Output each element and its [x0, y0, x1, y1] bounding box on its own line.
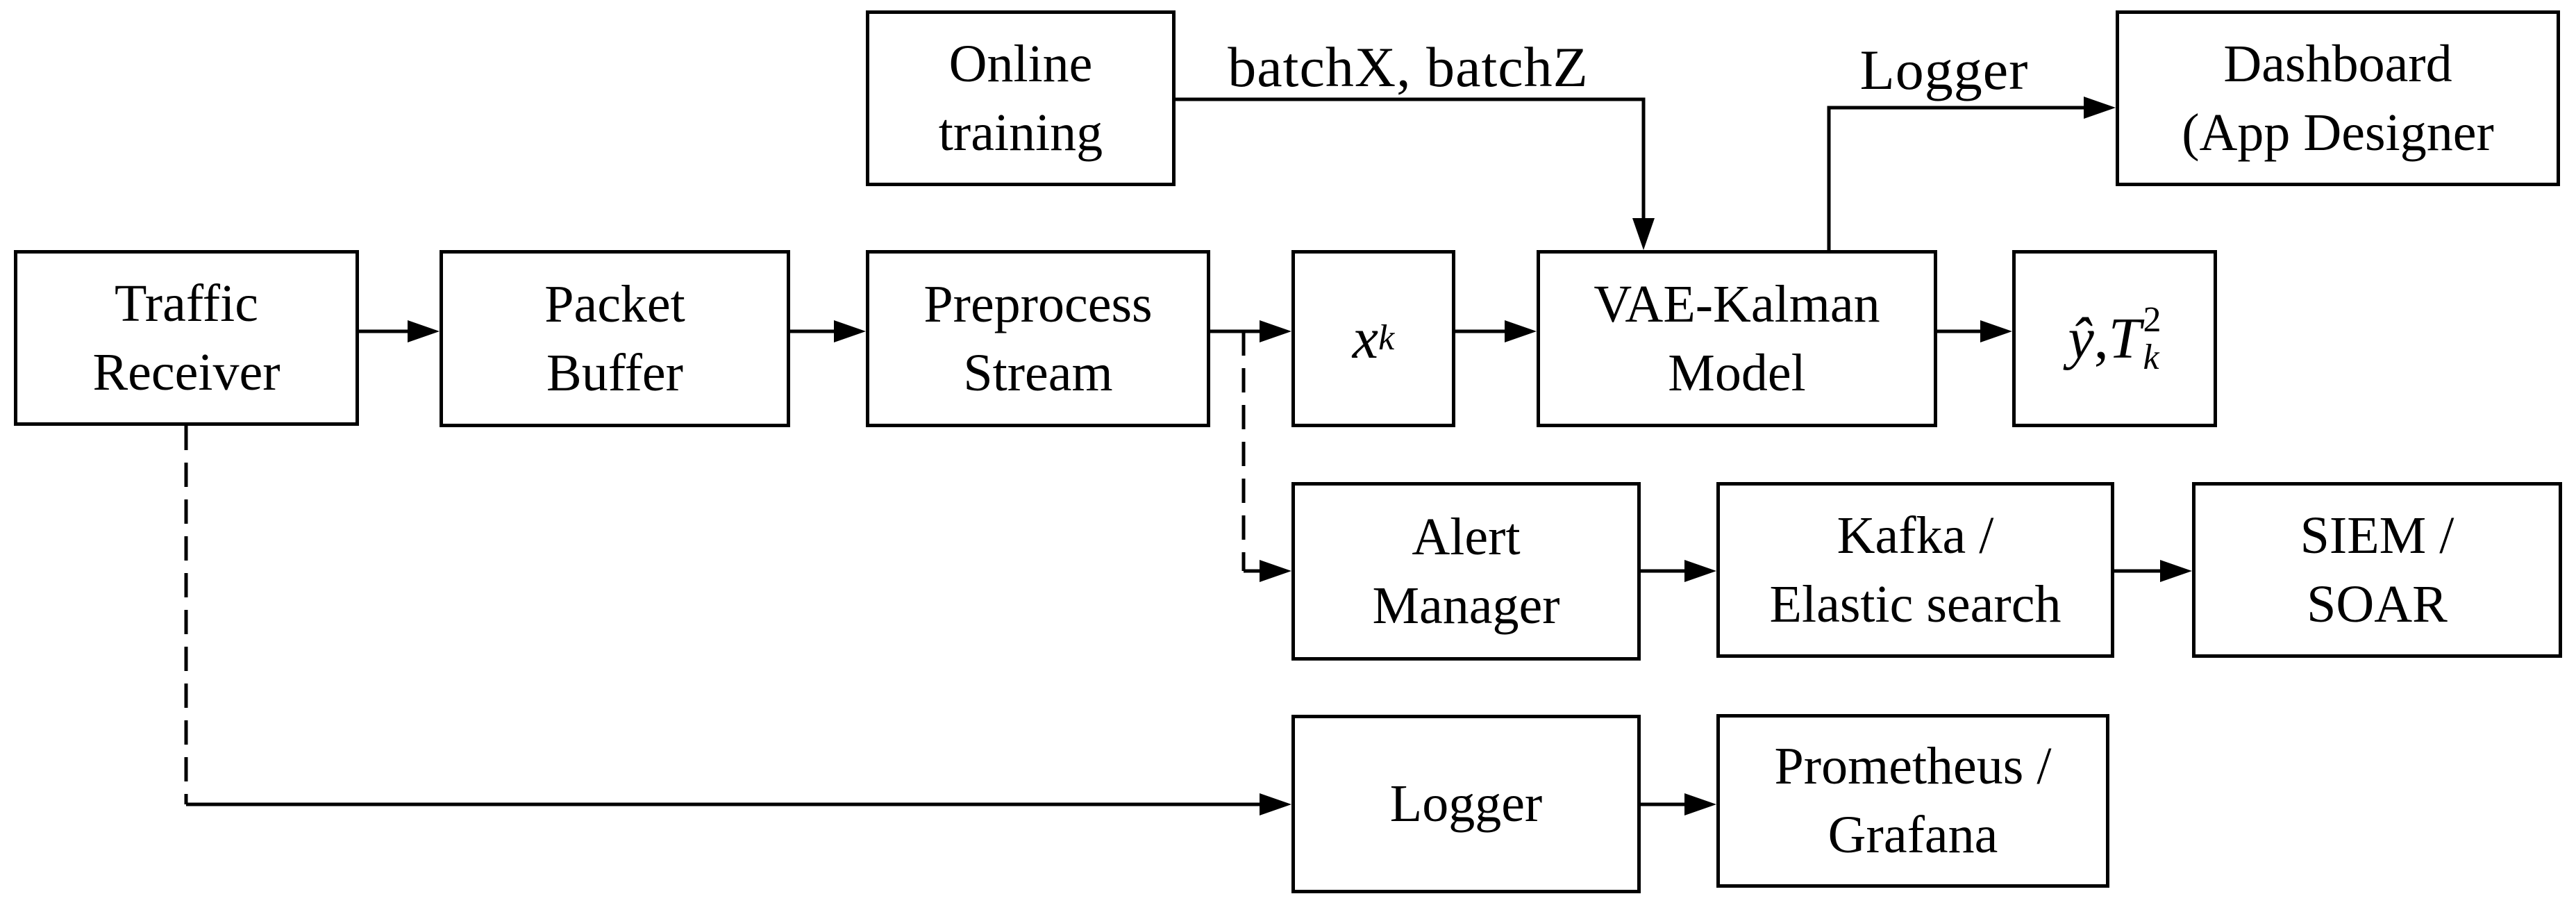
math-token: T [2108, 306, 2141, 371]
arrowhead-vae-logger-to-dashboard [2084, 97, 2116, 119]
arrowhead-vae-to-yhat [1980, 320, 2012, 342]
node-traffic-receiver-label-line: Receiver [92, 342, 281, 401]
math-token: x [1352, 306, 1379, 371]
node-preprocess-stream-label-line: Stream [963, 343, 1113, 402]
node-vae-kalman-model-label-line: Model [1668, 343, 1806, 402]
arrowhead-xk-to-vae [1505, 320, 1537, 342]
node-online-training-label-line: Online [948, 34, 1093, 93]
node-preprocess-stream-label-line: Preprocess [923, 274, 1153, 333]
node-logger-node-label-line: Logger [1389, 774, 1543, 834]
node-dashboard-label-line: Dashboard [2223, 34, 2452, 93]
node-kafka-elastic-label-line: Elastic search [1769, 574, 2061, 633]
math-token: ŷ [2068, 306, 2094, 371]
edge-label-batch-label: batchX, batchZ [1228, 35, 1589, 99]
node-logger-node: Logger [1291, 715, 1641, 893]
connector-training-batch-to-vae [1176, 97, 1646, 218]
math-superscript: 2 [2143, 300, 2161, 340]
edge-label-logger-label: Logger [1859, 38, 2029, 101]
node-prometheus-grafana-label-line: Prometheus / [1774, 737, 2052, 796]
arrowhead-training-batch-to-vae [1632, 218, 1655, 250]
node-dashboard-label-line: (App Designer [2182, 103, 2494, 162]
arrowhead-kafka-to-siem [2160, 560, 2192, 582]
node-alert-manager-label-line: Manager [1372, 576, 1560, 635]
node-siem-soar-label-line: SIEM / [2300, 506, 2454, 565]
node-siem-soar-label-line: SOAR [2307, 574, 2448, 633]
node-packet-buffer-label-line: Buffer [546, 343, 683, 402]
node-prometheus-grafana-label-line: Grafana [1828, 806, 1998, 864]
math-token: k [1378, 318, 1395, 358]
node-kafka-elastic-label-line: Kafka / [1837, 506, 1994, 565]
arrowhead-traffic-to-packet [408, 320, 440, 342]
math-subscript: k [2143, 337, 2159, 377]
node-kafka-elastic: Kafka / Elastic search [1716, 482, 2114, 658]
node-online-training-label-line: training [938, 103, 1103, 162]
node-alert-manager-label-line: Alert [1412, 507, 1521, 566]
node-vae-kalman-model-label-line: VAE-Kalman [1594, 274, 1880, 333]
arrowhead-alert-to-kafka [1684, 560, 1716, 582]
connector-vae-logger-to-dashboard [1827, 106, 2084, 250]
node-siem-soar: SIEM / SOAR [2192, 482, 2562, 658]
node-dashboard: Dashboard (App Designer [2116, 10, 2560, 186]
arrowhead-packet-to-preprocess [834, 320, 866, 342]
math-token: , [2093, 306, 2109, 371]
node-online-training: Online training [866, 10, 1176, 186]
node-packet-buffer-label-line: Packet [544, 274, 685, 333]
node-prometheus-grafana: Prometheus / Grafana [1716, 714, 2109, 888]
node-traffic-receiver-label-line: Traffic [115, 274, 258, 333]
arrowhead-drop-to-logger [1260, 793, 1291, 815]
arrowhead-preprocess-to-xk [1260, 320, 1291, 342]
arrowhead-logger-to-prometheus [1684, 793, 1716, 815]
arrowhead-alert-drop-arrow [1260, 560, 1291, 582]
